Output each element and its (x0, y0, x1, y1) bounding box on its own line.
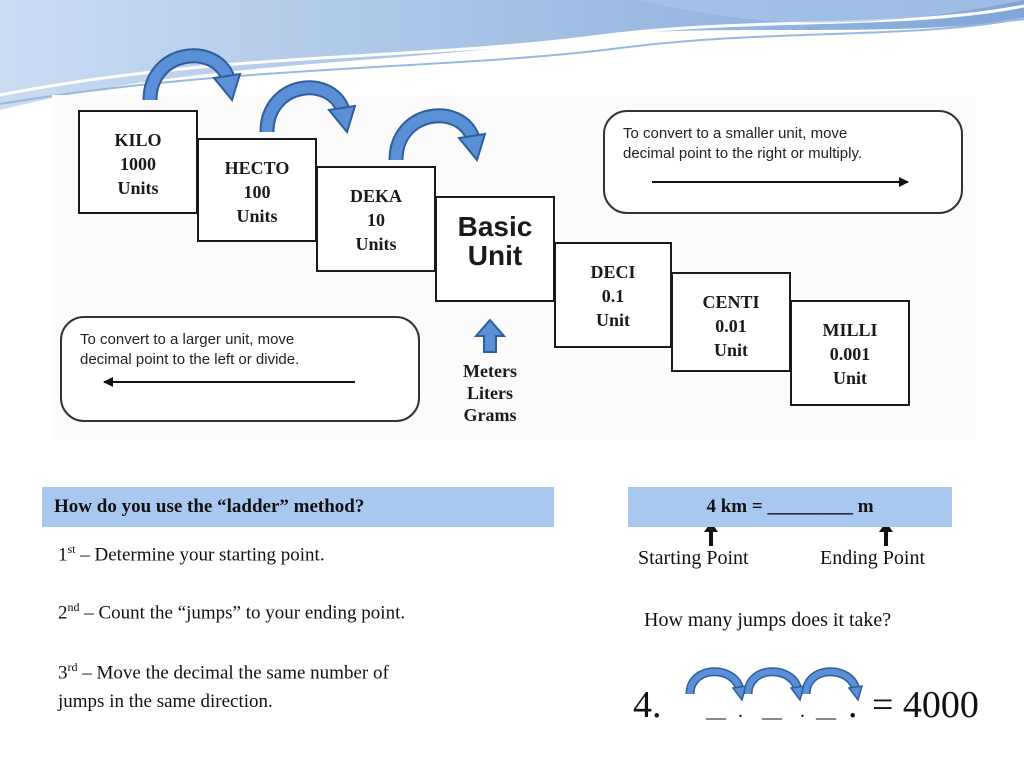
step-centi: CENTI 0.01 Unit (671, 272, 791, 372)
step-deka-unit: Units (355, 234, 397, 254)
step-centi-name: CENTI (702, 292, 760, 312)
example-blank-2: __ (762, 700, 782, 722)
example-problem: 4 km = _________ m (706, 496, 874, 517)
step-kilo-value: 1000 (120, 154, 156, 174)
starting-point-label: Starting Point (638, 547, 749, 569)
step-kilo-unit: Units (117, 178, 159, 198)
step-hecto-unit: Units (236, 206, 278, 226)
step-deci: DECI 0.1 Unit (554, 242, 672, 348)
base-unit-liters: Liters (467, 383, 513, 403)
step-milli-unit: Unit (832, 368, 867, 388)
rule-larger-unit: To convert to a larger unit, move decima… (60, 316, 420, 422)
step-hecto-name: HECTO (224, 158, 290, 178)
ending-point-label: Ending Point (820, 547, 926, 569)
example-start-digit: 4. (633, 684, 662, 726)
rule-larger-line2: decimal point to the left or divide. (80, 351, 300, 368)
step-kilo-name: KILO (114, 130, 162, 150)
step-basic-unit: Basic Unit (435, 196, 555, 302)
example-dot-2: . (800, 700, 805, 722)
step-deci-name: DECI (590, 262, 636, 282)
step-kilo: KILO 1000 Units (78, 110, 198, 214)
step-centi-unit: Unit (713, 340, 748, 360)
example-dot-3: . (848, 684, 858, 726)
rule-smaller-line1: To convert to a smaller unit, move (623, 125, 848, 142)
example-jump-arrow-icon (743, 667, 806, 702)
example-dot-1: . (738, 700, 743, 722)
method-question-header: How do you use the “ladder” method? (42, 487, 554, 527)
base-unit-meters: Meters (463, 361, 517, 381)
method-step-1: 1st – Determine your starting point. (58, 542, 325, 566)
jumps-question: How many jumps does it take? (644, 609, 892, 631)
step-deci-value: 0.1 (601, 286, 625, 306)
step-centi-value: 0.01 (715, 316, 747, 336)
example-blank-3: __ (816, 700, 836, 722)
basic-unit-line1: Basic (457, 211, 533, 242)
rule-larger-line1: To convert to a larger unit, move (80, 331, 295, 348)
step-hecto: HECTO 100 Units (197, 138, 317, 242)
method-step-3: 3rd – Move the decimal the same number o… (58, 660, 389, 713)
rule-smaller-unit: To convert to a smaller unit, move decim… (603, 110, 963, 214)
method-step-2: 2nd – Count the “jumps” to your ending p… (58, 600, 406, 624)
step-deka-value: 10 (367, 210, 385, 230)
rule-smaller-line2: decimal point to the right or multiply. (623, 145, 862, 162)
step-deka-name: DEKA (349, 186, 402, 206)
base-unit-list: Meters Liters Grams (440, 360, 540, 426)
example-problem-header: 4 km = _________ m (628, 487, 952, 527)
step-hecto-value: 100 (243, 182, 271, 202)
step-deci-unit: Unit (595, 310, 630, 330)
example-result: = 4000 (872, 684, 979, 726)
step-milli-value: 0.001 (829, 344, 871, 364)
basic-unit-line2: Unit (467, 240, 523, 271)
step-milli-name: MILLI (822, 320, 878, 340)
example-blank-1: __ (706, 700, 726, 722)
step-deka: DEKA 10 Units (316, 166, 436, 272)
step-milli: MILLI 0.001 Unit (790, 300, 910, 406)
method-question: How do you use the “ladder” method? (54, 496, 365, 517)
base-unit-grams: Grams (463, 405, 517, 425)
example-jump-arrow-icon (685, 667, 748, 702)
